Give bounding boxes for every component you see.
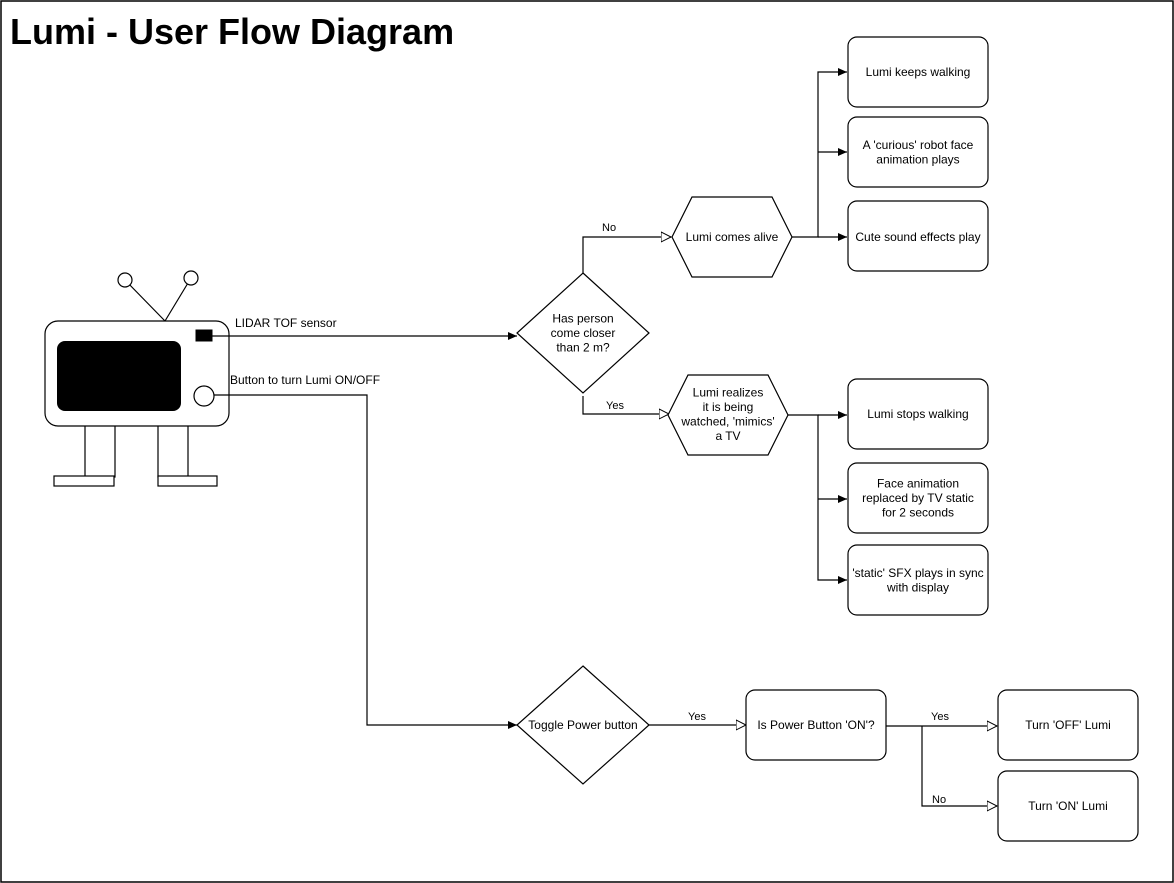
outcome-turn-on: Turn 'ON' Lumi	[997, 770, 1139, 842]
outcome-box	[847, 116, 989, 188]
node-text: Is Power Button 'ON'?	[757, 718, 875, 732]
left-antenna	[124, 279, 166, 322]
outcome-box	[847, 462, 989, 534]
text-line: Face animation	[877, 477, 959, 491]
text-line: Lumi stops walking	[867, 407, 968, 421]
text-line: Lumi realizes	[693, 385, 764, 399]
text-line: Lumi comes alive	[686, 230, 779, 244]
outcome-text: Cute sound effects play	[855, 230, 980, 244]
edge-alive-to-walking	[792, 68, 847, 238]
outcome-text: Lumi stops walking	[867, 407, 968, 421]
outcome-stops-walking: Lumi stops walking	[847, 378, 989, 450]
outcome-text: Lumi keeps walking	[866, 65, 971, 79]
outcome-box	[847, 200, 989, 272]
edge-label-yes-toggle: Yes	[688, 711, 706, 723]
edge-check-to-on	[921, 726, 997, 806]
power-button-icon[interactable]	[193, 385, 215, 407]
edge-label-no-alive: No	[602, 222, 616, 234]
text-line: Turn 'OFF' Lumi	[1025, 718, 1110, 732]
text-line: animation plays	[876, 152, 959, 166]
edge-yes-to-mimic	[582, 396, 669, 414]
outcome-sound-effects: Cute sound effects play	[847, 200, 989, 272]
left-leg	[84, 424, 116, 478]
node-lumi-comes-alive: Lumi comes alive	[671, 196, 793, 278]
outcome-keeps-walking: Lumi keeps walking	[847, 36, 989, 108]
edge-mimic-to-sfx	[788, 414, 847, 584]
decision-diamond	[516, 665, 650, 785]
text-line: than 2 m?	[556, 341, 610, 355]
outcome-text: Turn 'OFF' Lumi	[1025, 718, 1110, 732]
text-line: a TV	[715, 429, 740, 443]
left-antenna-tip	[117, 272, 133, 288]
edge-label-yes-off: Yes	[931, 711, 949, 723]
outcome-text: Turn 'ON' Lumi	[1028, 799, 1108, 813]
text-line: Cute sound effects play	[855, 230, 980, 244]
text-line: with display	[886, 580, 949, 594]
text-line: Has person	[552, 312, 613, 326]
outcome-box	[847, 36, 989, 108]
edge-label-no-on: No	[932, 794, 946, 806]
lidar-label: LIDAR TOF sensor	[235, 316, 337, 330]
right-foot	[157, 475, 218, 487]
decision-toggle-power: Toggle Power button	[516, 665, 650, 785]
lidar-sensor-icon	[195, 329, 213, 342]
right-antenna	[164, 277, 192, 322]
page-title: Lumi - User Flow Diagram	[10, 11, 454, 52]
outcome-box	[997, 770, 1139, 842]
node-text: Lumi comes alive	[686, 230, 779, 244]
lumi-robot-icon	[44, 270, 230, 487]
hexagon-shape	[671, 196, 793, 278]
text-line: A 'curious' robot face	[863, 138, 974, 152]
power-button-label: Button to turn Lumi ON/OFF	[230, 373, 380, 387]
edge-button-to-toggle	[214, 394, 517, 729]
right-leg	[157, 424, 189, 478]
outcome-box	[847, 378, 989, 450]
right-antenna-tip	[183, 270, 199, 286]
process-box	[745, 689, 887, 761]
text-line: replaced by TV static	[862, 491, 974, 505]
decision-text: Toggle Power button	[528, 718, 637, 732]
edge-no-to-alive	[582, 237, 671, 273]
node-power-check: Is Power Button 'ON'?	[745, 689, 887, 761]
tv-screen	[57, 341, 181, 411]
hexagon-shape	[667, 374, 789, 456]
text-line: it is being	[703, 400, 754, 414]
text-line: Lumi keeps walking	[866, 65, 971, 79]
text-line: Turn 'ON' Lumi	[1028, 799, 1108, 813]
outcome-turn-off: Turn 'OFF' Lumi	[997, 689, 1139, 761]
text-line: 'static' SFX plays in sync	[852, 566, 983, 580]
text-line: Is Power Button 'ON'?	[757, 718, 875, 732]
decision-diamond	[516, 272, 650, 394]
text-line: watched, 'mimics'	[680, 414, 774, 428]
text-line: come closer	[551, 326, 616, 340]
left-foot	[53, 475, 115, 487]
edge-label-yes-mimic: Yes	[606, 400, 624, 412]
text-line: Toggle Power button	[528, 718, 637, 732]
text-line: for 2 seconds	[882, 506, 954, 520]
outcome-box	[847, 544, 989, 616]
outcome-box	[997, 689, 1139, 761]
